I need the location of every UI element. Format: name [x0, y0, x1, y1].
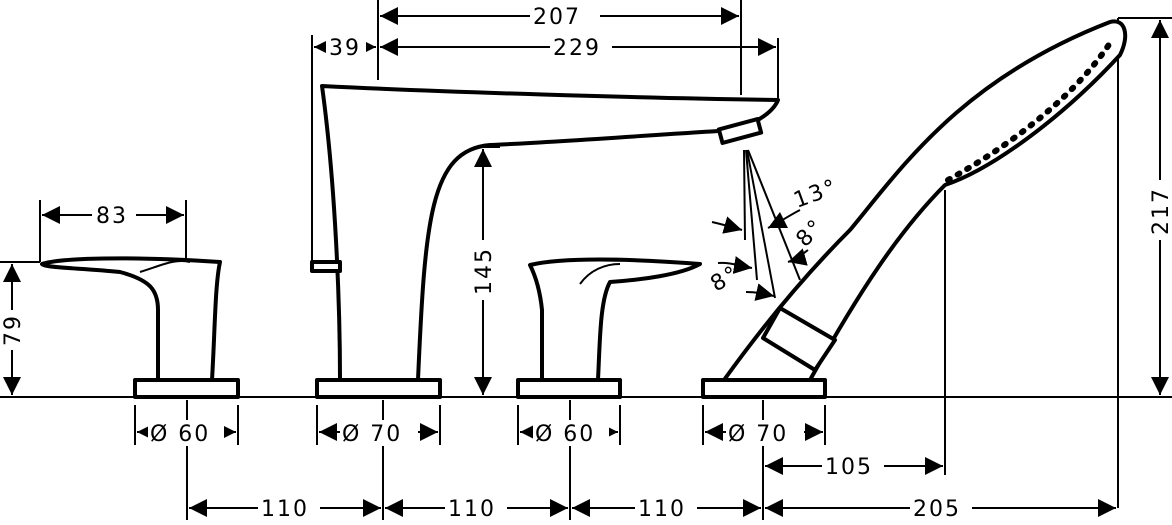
- dim-145: 145: [472, 247, 497, 295]
- dim-diam-60-right: Ø 60: [535, 422, 595, 447]
- dim-105: 105: [825, 455, 873, 480]
- dim-79: 79: [1, 314, 26, 346]
- dim-110-1: 110: [261, 497, 309, 522]
- dim-110-3: 110: [638, 497, 686, 522]
- water-streams: [743, 149, 801, 299]
- dim-83: 83: [96, 204, 128, 229]
- dim-207: 207: [533, 5, 581, 30]
- dim-217: 217: [1149, 187, 1172, 235]
- dim-205: 205: [913, 497, 961, 522]
- spout-body: [310, 84, 780, 399]
- angle-13: 13°: [791, 175, 842, 214]
- dim-229: 229: [553, 36, 601, 61]
- angle-8-right: 8°: [792, 214, 830, 252]
- angle-8-left: 8°: [707, 261, 745, 297]
- dim-39: 39: [329, 36, 361, 61]
- dim-diam-70-shower: Ø 70: [728, 422, 788, 447]
- hand-shower: [701, 19, 1128, 399]
- dim-diam-70-spout: Ø 70: [342, 422, 402, 447]
- right-handle: [516, 257, 702, 399]
- dim-diam-60-left: Ø 60: [150, 422, 210, 447]
- left-handle: [40, 256, 240, 399]
- spray-nozzles: [945, 37, 1115, 183]
- dim-110-2: 110: [448, 497, 496, 522]
